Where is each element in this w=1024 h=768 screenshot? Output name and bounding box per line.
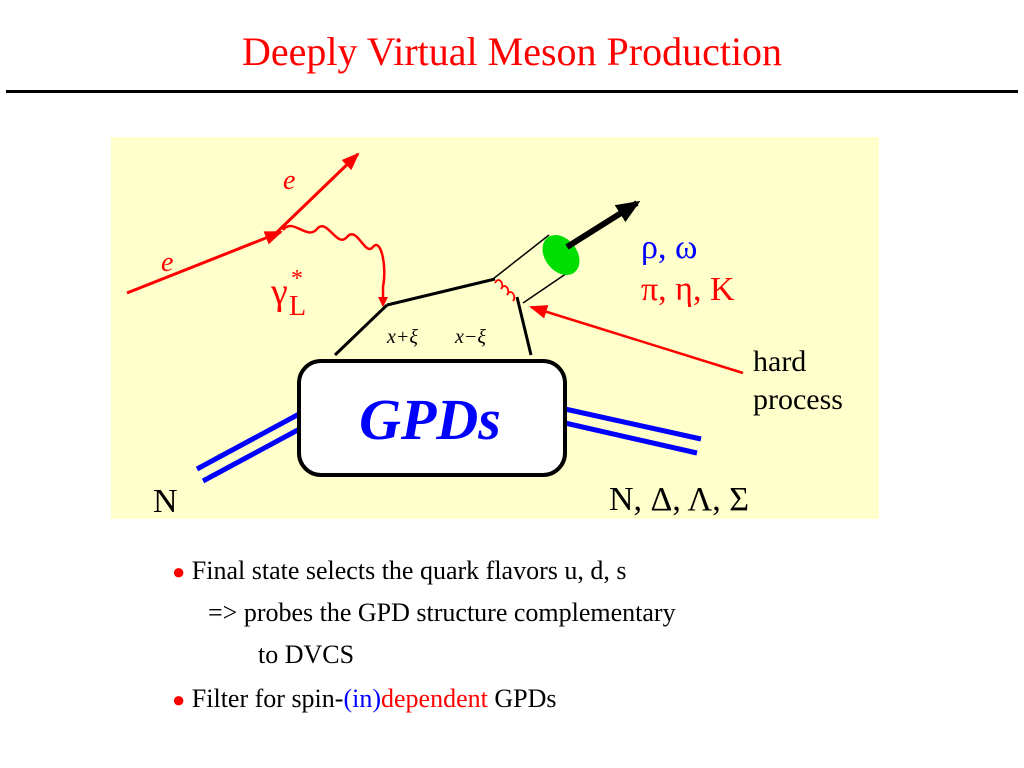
incoming-nucleon-line-a	[195, 410, 303, 472]
bullet-1-continuation: => probes the GPD structure complementar…	[172, 592, 676, 634]
outgoing-baryon-line-b	[564, 420, 698, 456]
vector-mesons-label: ρ, ω	[641, 229, 698, 266]
incoming-electron-line	[126, 230, 283, 295]
bullet-1-line-2: => probes the GPD structure complementar…	[208, 598, 676, 627]
incoming-nucleon-line-b	[201, 422, 309, 484]
gamma-superscript: *	[291, 266, 303, 292]
hard-label: hard	[753, 345, 807, 378]
bullet-2-text-pre: Filter for spin-	[191, 684, 344, 713]
outgoing-baryons-label: N, Δ, Λ, Σ	[609, 481, 749, 518]
pseudoscalar-mesons-label: π, η, K	[641, 271, 735, 308]
quark-line-left	[333, 303, 389, 357]
bullet-1: ● Final state selects the quark flavors …	[172, 550, 676, 592]
gamma-label: γ	[271, 271, 288, 313]
x-plus-xi-label: x+ξ	[387, 326, 418, 348]
diagram-graphics	[126, 152, 744, 484]
hard-process-arrow	[529, 305, 744, 375]
dvmp-diagram: e e γ * L x+ξ x−ξ ρ, ω π, η, K hard proc…	[111, 137, 879, 519]
bullet-2-text-dependent: dependent	[381, 684, 488, 713]
gluon-curl	[494, 279, 516, 302]
incoming-nucleon-label: N	[153, 483, 178, 520]
meson-tube-top	[492, 234, 550, 280]
slide-title: Deeply Virtual Meson Production	[241, 29, 783, 74]
bullet-2-text-in: (in)	[343, 684, 381, 713]
bullet-1-continuation-2: to DVCS	[172, 634, 676, 676]
x-minus-xi-label: x−ξ	[455, 326, 486, 348]
process-label: process	[753, 383, 843, 416]
bullet-1-line-1: Final state selects the quark flavors u,…	[191, 556, 627, 585]
title-rule	[6, 90, 1018, 93]
gpds-box	[297, 359, 567, 477]
virtual-photon-line	[282, 224, 388, 307]
outgoing-baryon-line-a	[564, 406, 702, 442]
bullet-1-dot: ●	[172, 559, 186, 584]
quark-line-right	[515, 296, 533, 356]
incoming-electron-label: e	[161, 247, 174, 278]
meson-arrow	[565, 200, 641, 250]
bullet-2-dot: ●	[172, 687, 186, 712]
quark-line-upper	[386, 277, 496, 307]
gamma-subscript: L	[289, 291, 307, 322]
bullet-list: ● Final state selects the quark flavors …	[172, 550, 676, 720]
outgoing-electron-line	[272, 152, 360, 237]
bullet-2-text-post: GPDs	[487, 684, 557, 713]
gpds-label: GPDs	[359, 387, 501, 452]
bullet-1-line-3: to DVCS	[258, 640, 355, 669]
bullet-2: ● Filter for spin-(in)dependent GPDs	[172, 678, 676, 720]
outgoing-electron-label: e	[283, 165, 296, 196]
